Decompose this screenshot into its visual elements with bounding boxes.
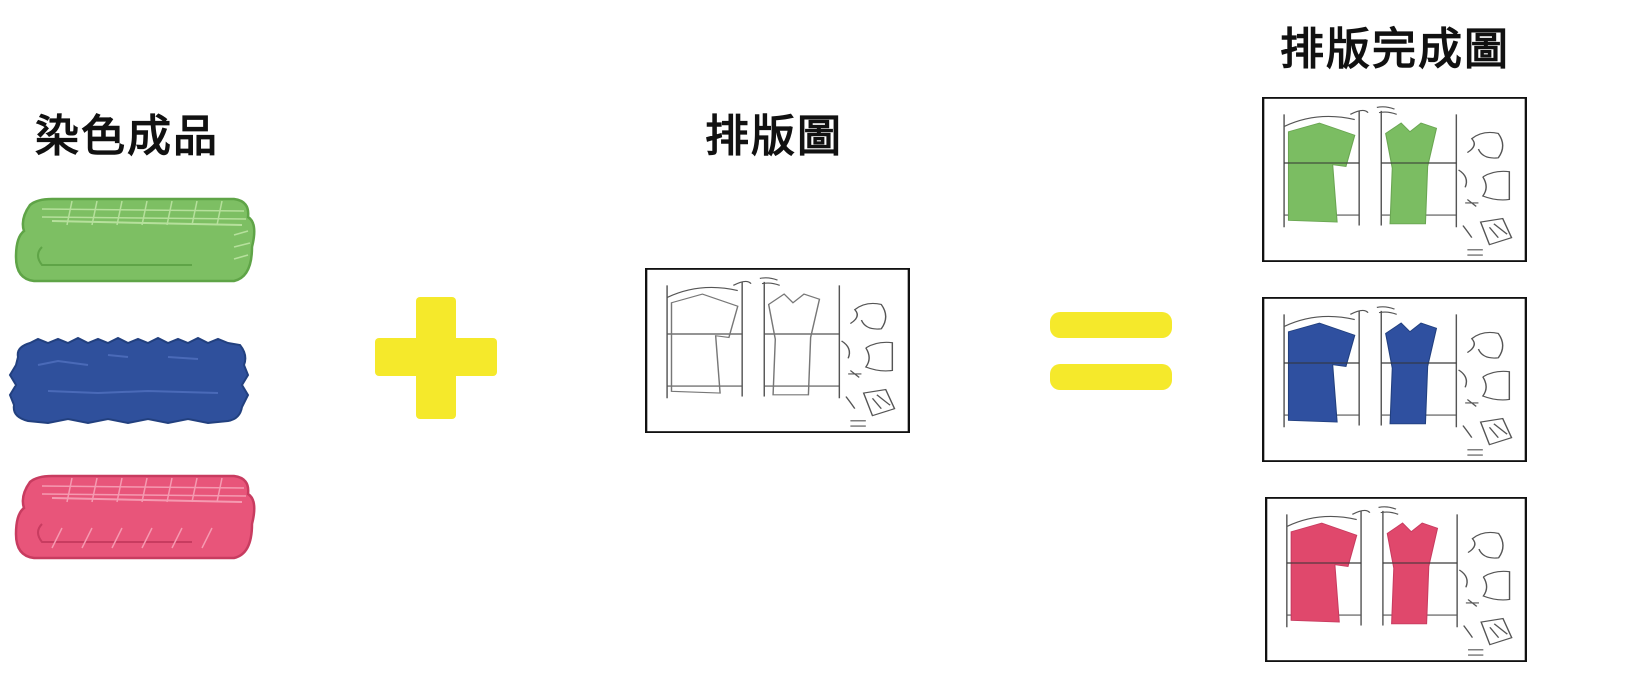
layout-diagram: [645, 268, 910, 433]
completed-layout-green: [1262, 97, 1527, 262]
plus-icon: [375, 297, 497, 419]
layout-diagram-title: 排版圖: [705, 111, 843, 162]
equals-icon: [1050, 312, 1172, 390]
pink-fabric-icon: [14, 474, 256, 560]
completed-layout-title: 排版完成圖: [1280, 24, 1510, 75]
completed-layout-blue: [1262, 297, 1527, 462]
dyed-products-title: 染色成品: [35, 111, 219, 162]
blue-fabric-icon: [8, 336, 250, 425]
green-fabric-icon: [14, 197, 256, 283]
completed-layout-pink: [1265, 497, 1527, 662]
